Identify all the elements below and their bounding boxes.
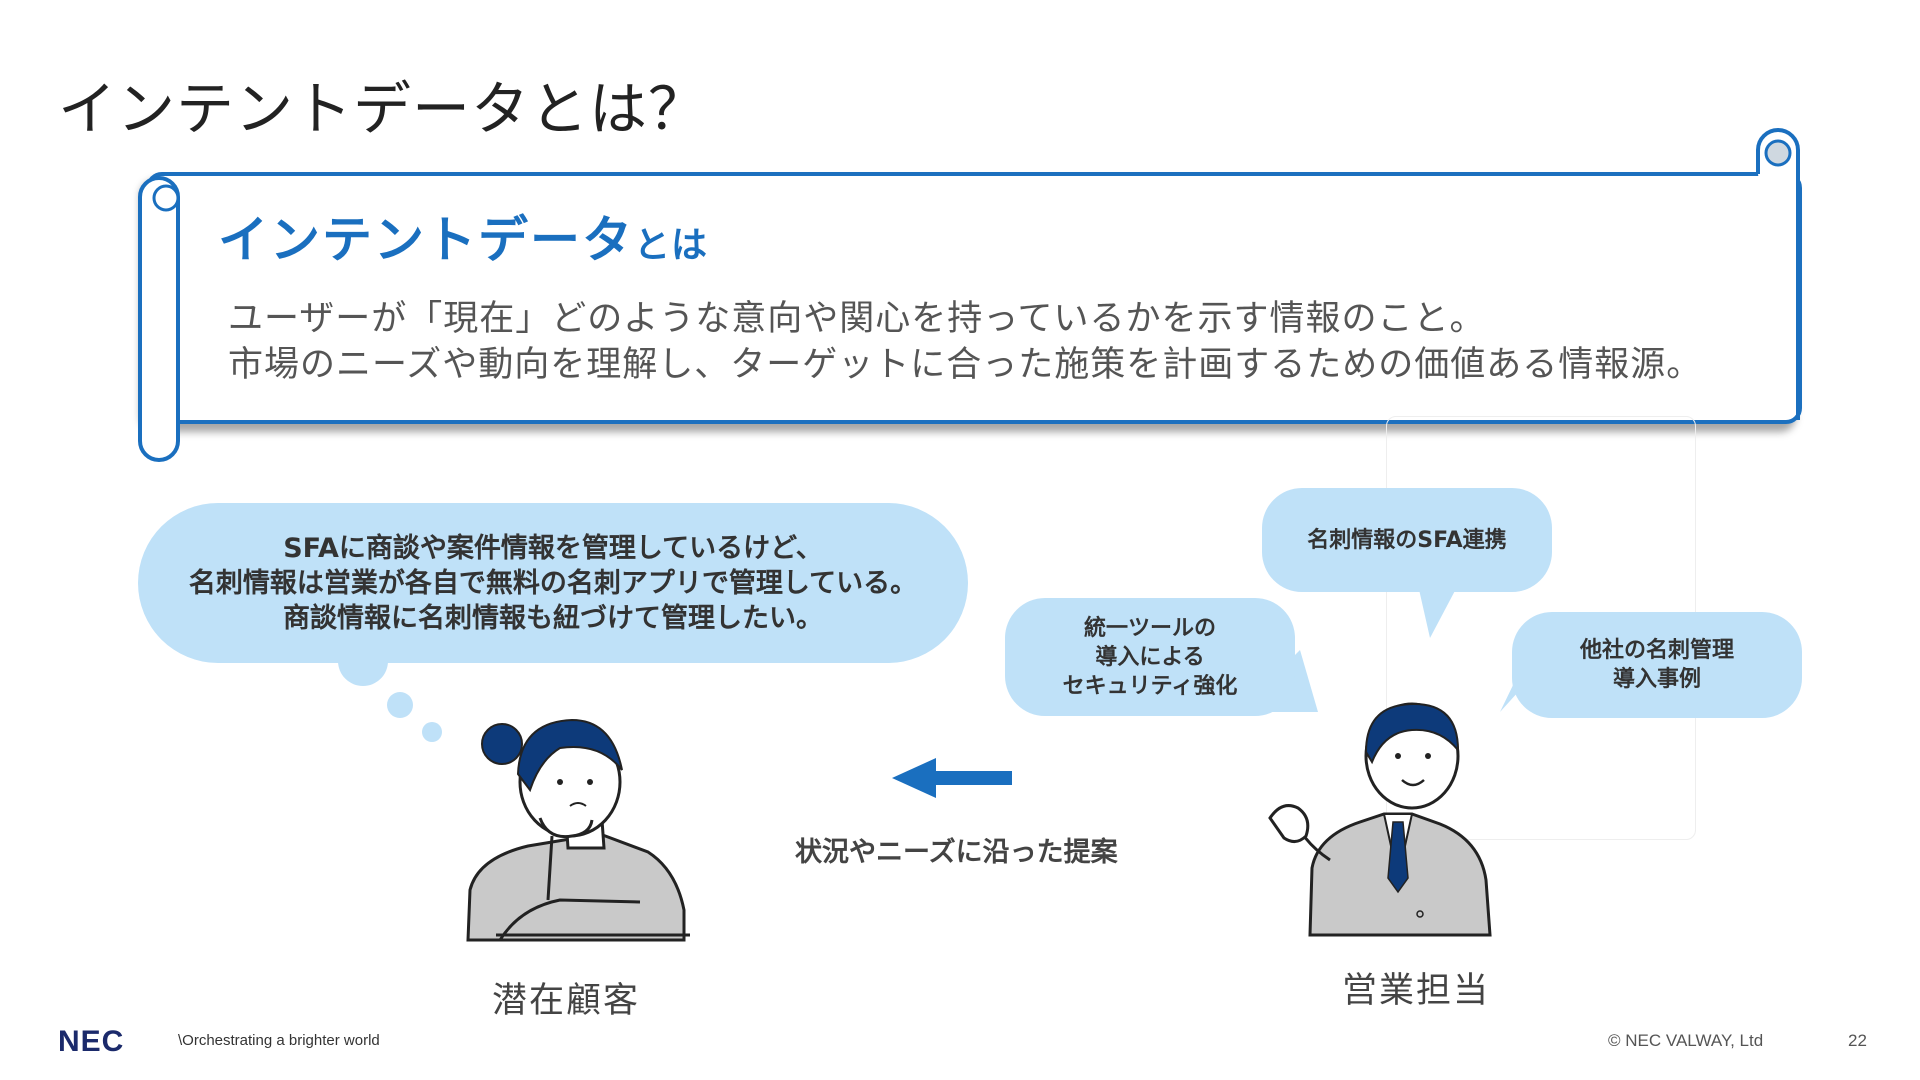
thought-line: SFAに商談や案件情報を管理しているけど、	[283, 532, 823, 564]
footer-copyright: © NEC VALWAY, Ltd	[1608, 1031, 1764, 1050]
thought-dot-medium	[387, 692, 413, 718]
page-title: インテントデータとは？	[58, 75, 708, 143]
banner-heading: インテントデータとは	[218, 200, 708, 272]
proposal-label: 状況やニーズに沿った提案	[795, 837, 1118, 868]
banner-line: 市場のニーズや動向を理解し、ターゲットに合った施策を計画するための価値ある情報源…	[228, 345, 1703, 385]
sales-bubble-line: 導入事例	[1612, 667, 1701, 692]
banner-description: ユーザーが「現在」どのような意向や関心を持っているかを示す情報のこと。 市場のニ…	[228, 296, 1702, 388]
thought-line: 名刺情報は営業が各自で無料の名刺アプリで管理している。	[188, 567, 918, 599]
sales-bubble-sfa: 名刺情報のSFA連携	[1262, 488, 1552, 592]
scroll-banner	[138, 128, 1802, 462]
nec-logo: NEC	[58, 1025, 125, 1058]
sales-bubble-line: 他社の名刺管理	[1579, 638, 1734, 663]
banner-heading-main: インテントデータ	[218, 211, 634, 269]
banner-line: ユーザーが「現在」どのような意向や関心を持っているかを示す情報のこと。	[228, 299, 1486, 339]
page-number: 22	[1848, 1031, 1867, 1050]
footer-slogan: \Orchestrating a brighter world	[178, 1032, 380, 1049]
sales-bubble-case-study: 他社の名刺管理 導入事例	[1512, 612, 1802, 718]
customer-thought-bubble: SFAに商談や案件情報を管理しているけど、 名刺情報は営業が各自で無料の名刺アプ…	[138, 503, 968, 663]
banner-heading-suffix: とは	[634, 225, 709, 266]
thought-line: 商談情報に名刺情報も紐づけて管理したい。	[282, 602, 823, 634]
sales-bubble-line: 統一ツールの	[1083, 615, 1216, 641]
sales-bubble-security: 統一ツールの 導入による セキュリティ強化	[1005, 598, 1295, 716]
customer-label: 潜在顧客	[492, 981, 641, 1021]
sales-bubble-line: 名刺情報のSFA連携	[1307, 527, 1507, 553]
sales-bubble-line: セキュリティ強化	[1062, 673, 1238, 699]
sales-bubble-line: 導入による	[1095, 644, 1205, 670]
thought-dot-small	[422, 722, 442, 742]
sales-rep-label: 営業担当	[1342, 971, 1491, 1011]
